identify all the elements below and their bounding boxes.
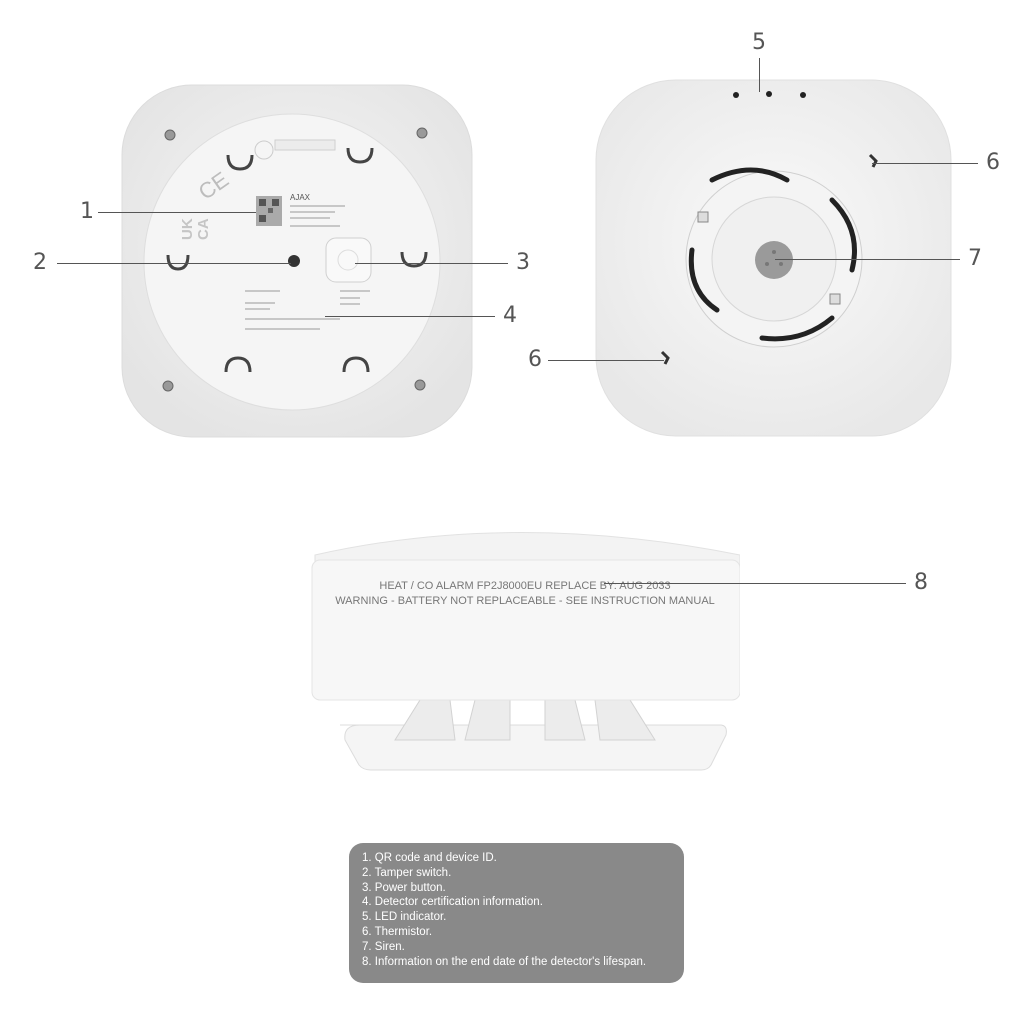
leader-line-1: [98, 212, 256, 213]
legend-item: 1. QR code and device ID.: [362, 852, 497, 864]
callout-6a: 6: [986, 150, 1000, 175]
leader-line-8: [604, 583, 906, 584]
legend-item: 8. Information on the end date of the de…: [362, 955, 647, 968]
leader-line-7: [775, 259, 960, 260]
cert-mark-ca: CA: [195, 218, 212, 240]
ring-screw-icon: [697, 211, 841, 305]
power-button-icon: [325, 237, 372, 283]
siren-holes: [765, 250, 783, 266]
side-top-dome: [314, 532, 740, 566]
mount-clip-icon: [166, 147, 428, 373]
leader-line-5: [759, 58, 760, 92]
siren-icon: [755, 241, 793, 279]
back-brand-text: AJAX: [290, 193, 311, 202]
callout-5: 5: [752, 30, 766, 55]
thermistor-icon: [868, 153, 878, 168]
legend-item: 6. Thermistor.: [362, 925, 433, 938]
thermistor-icon-2: [660, 350, 670, 365]
side-print-line2: WARNING - BATTERY NOT REPLACEABLE - SEE …: [335, 595, 715, 607]
recycle-mark-icon: [254, 140, 274, 160]
tamper-switch-icon: [288, 255, 300, 267]
legend-box: 1. QR code and device ID. 2. Tamper swit…: [349, 843, 684, 983]
callout-3: 3: [516, 250, 530, 275]
legend-item: 2. Tamper switch.: [362, 866, 452, 879]
callout-2: 2: [33, 250, 47, 275]
device-front-view: [595, 79, 952, 437]
leader-line-2: [57, 263, 291, 264]
leader-line-4: [325, 316, 495, 317]
leader-line-3: [355, 263, 508, 264]
legend-item: 4. Detector certification information.: [362, 896, 543, 909]
leader-line-6a: [872, 163, 978, 164]
legend-item: 3. Power button.: [362, 881, 446, 894]
label-text-lines: [245, 205, 370, 330]
callout-6b: 6: [528, 347, 542, 372]
side-base-plate: [340, 724, 727, 771]
callout-1: 1: [80, 199, 94, 224]
legend-item: 5. LED indicator.: [362, 911, 447, 924]
callout-8: 8: [914, 570, 928, 595]
side-legs: [394, 699, 656, 741]
callout-7: 7: [968, 246, 982, 271]
screw-icon: [162, 127, 428, 392]
top-tab: [274, 139, 336, 151]
legend-item: 7. Siren.: [362, 940, 405, 953]
led-indicator-icon: [733, 91, 806, 98]
power-button-ring: [337, 249, 359, 271]
leader-line-6b: [548, 360, 664, 361]
cert-mark-uk: UK: [179, 218, 196, 240]
device-side-view: HEAT / CO ALARM FP2J8000EU REPLACE BY: A…: [311, 532, 740, 771]
side-print-line1: HEAT / CO ALARM FP2J8000EU REPLACE BY: A…: [379, 580, 670, 592]
side-body: [311, 559, 740, 701]
device-back-view: AJAX CE UK CA: [121, 84, 473, 438]
qr-code-icon: [256, 196, 282, 226]
callout-4: 4: [503, 303, 517, 328]
mount-slot-icon: [688, 167, 857, 342]
